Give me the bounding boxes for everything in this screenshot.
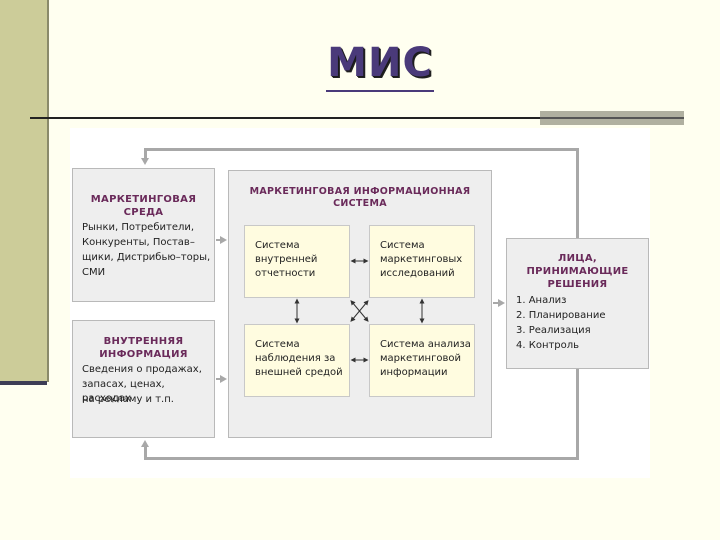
feedback-bottom-right-vertical: [576, 368, 579, 460]
environment-title-line2: СРЕДА: [123, 207, 164, 218]
subsystem-1-line-2: внутренней: [255, 254, 318, 265]
environment-line-2: Конкуренты, Постав–: [82, 237, 195, 248]
subsystem-marketing-research: Система маркетинговых исследований: [369, 225, 475, 298]
subsystem-environment-monitoring: Система наблюдения за внешней средой: [244, 324, 350, 397]
diagram-canvas: МАРКЕТИНГОВАЯ СРЕДА Рынки, Потребители, …: [70, 128, 650, 478]
internal-line-1: Сведения о продажах,: [82, 364, 202, 375]
decision-item-2: 2. Планирование: [516, 310, 606, 321]
environment-to-mis-arrowhead: [220, 236, 227, 244]
internal-to-mis-arrow-line: [216, 378, 222, 380]
subsystem-2-line-2: маркетинговых: [380, 254, 463, 265]
internal-to-mis-arrowhead: [220, 375, 227, 383]
title-underline: [326, 90, 434, 92]
internal-line-2: запасах, ценах, расходах: [82, 379, 165, 404]
feedback-top-horizontal: [144, 148, 579, 151]
subsystem-3-line-3: внешней средой: [255, 367, 343, 378]
feedback-bottom-left-vertical: [144, 446, 147, 460]
subsystem-1-line-1: Система: [255, 240, 300, 251]
subsystem-internal-reporting: Система внутренней отчетности: [244, 225, 350, 298]
mis-box: МАРКЕТИНГОВАЯ ИНФОРМАЦИОННАЯ СИСТЕМА Сис…: [228, 170, 492, 438]
diagonal-double-arrow-2: [350, 300, 369, 322]
decision-title-line1: ЛИЦА,: [558, 253, 597, 264]
subsystem-marketing-analysis: Система анализа маркетинговой информации: [369, 324, 475, 397]
left-decor-line: [47, 0, 49, 382]
decision-item-1: 1. Анализ: [516, 295, 567, 306]
header-rule-block-line: [540, 117, 684, 119]
subsystem-4-line-3: информации: [380, 367, 448, 378]
left-decor-bar: [0, 0, 47, 382]
decision-makers-box: ЛИЦА, ПРИНИМАЮЩИЕ РЕШЕНИЯ 1. Анализ 2. П…: [506, 238, 649, 369]
subsystem-connector-arrows: [294, 258, 425, 363]
environment-line-3: щики, Дистрибью–торы,: [82, 252, 211, 263]
feedback-top-left-vertical: [144, 148, 147, 160]
feedback-bottom-arrowhead: [141, 440, 149, 447]
feedback-top-arrowhead: [141, 158, 149, 165]
environment-line-4: СМИ: [82, 267, 106, 278]
mis-title: МАРКЕТИНГОВАЯ ИНФОРМАЦИОННАЯ СИСТЕМА: [249, 186, 471, 209]
subsystem-3-line-1: Система: [255, 339, 300, 350]
internal-line-3: на рекламу и т.п.: [82, 394, 174, 405]
marketing-environment-box: МАРКЕТИНГОВАЯ СРЕДА Рынки, Потребители, …: [72, 168, 215, 302]
subsystem-4-line-1: Система анализа: [380, 339, 471, 350]
subsystem-3-line-2: наблюдения за: [255, 353, 336, 364]
mis-to-decision-arrowhead: [498, 299, 505, 307]
subsystem-1-line-3: отчетности: [255, 268, 316, 279]
environment-line-1: Рынки, Потребители,: [82, 222, 195, 233]
subsystem-2-line-3: исследований: [380, 268, 455, 279]
internal-title-line2: ИНФОРМАЦИЯ: [99, 349, 188, 360]
feedback-top-right-vertical: [576, 148, 579, 250]
subsystem-2-line-1: Система: [380, 240, 425, 251]
decision-item-3: 3. Реализация: [516, 325, 591, 336]
internal-information-box: ВНУТРЕННЯЯ ИНФОРМАЦИЯ Сведения о продажа…: [72, 320, 215, 438]
left-decor-base: [0, 381, 47, 385]
feedback-bottom-horizontal: [144, 457, 579, 460]
decision-title-line2: ПРИНИМАЮЩИЕ: [526, 266, 629, 277]
internal-title-line1: ВНУТРЕННЯЯ: [103, 336, 184, 347]
decision-item-4: 4. Контроль: [516, 340, 580, 351]
decision-title-line3: РЕШЕНИЯ: [547, 279, 608, 290]
mis-to-decision-arrow-line: [493, 302, 499, 304]
subsystem-4-line-2: маркетинговой: [380, 353, 461, 364]
slide-title: МИС: [327, 40, 433, 86]
header-rule: [30, 117, 540, 119]
environment-to-mis-arrow-line: [216, 239, 222, 241]
environment-title-line1: МАРКЕТИНГОВАЯ: [90, 194, 197, 205]
